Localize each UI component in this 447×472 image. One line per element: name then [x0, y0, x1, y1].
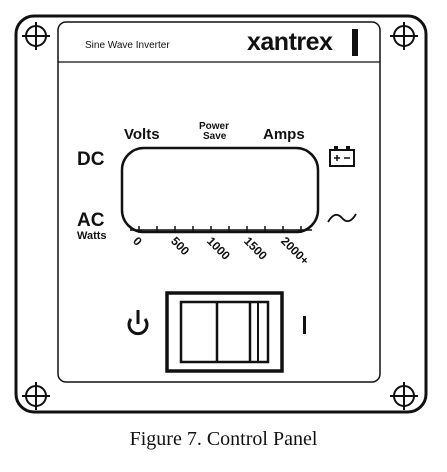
scale-ticks — [138, 226, 302, 233]
corner-screw-icon — [390, 22, 418, 50]
brand-logo: xantrex — [247, 28, 333, 56]
watts-label: Watts — [77, 230, 107, 242]
power-save-label-line2: Save — [203, 131, 227, 142]
lcd-display — [120, 146, 320, 234]
figure-caption: Figure 7. Control Panel — [129, 428, 318, 450]
product-name: Sine Wave Inverter — [85, 40, 170, 51]
power-standby-icon — [127, 310, 149, 336]
brand-bar — [352, 29, 358, 56]
panel-inner-faceplate — [57, 21, 381, 383]
dc-label: DC — [77, 149, 105, 170]
corner-screw-icon — [390, 382, 418, 410]
amps-label: Amps — [263, 126, 305, 143]
rocker-switch[interactable] — [165, 291, 284, 373]
volts-label: Volts — [124, 126, 160, 143]
power-on-mark-icon — [303, 316, 306, 334]
power-save-label-line1: Power — [199, 121, 230, 132]
corner-screw-icon — [22, 382, 50, 410]
ac-label: AC — [77, 210, 105, 231]
battery-icon — [329, 146, 355, 167]
ac-sine-wave-icon — [327, 213, 357, 223]
corner-screw-icon — [22, 22, 50, 50]
